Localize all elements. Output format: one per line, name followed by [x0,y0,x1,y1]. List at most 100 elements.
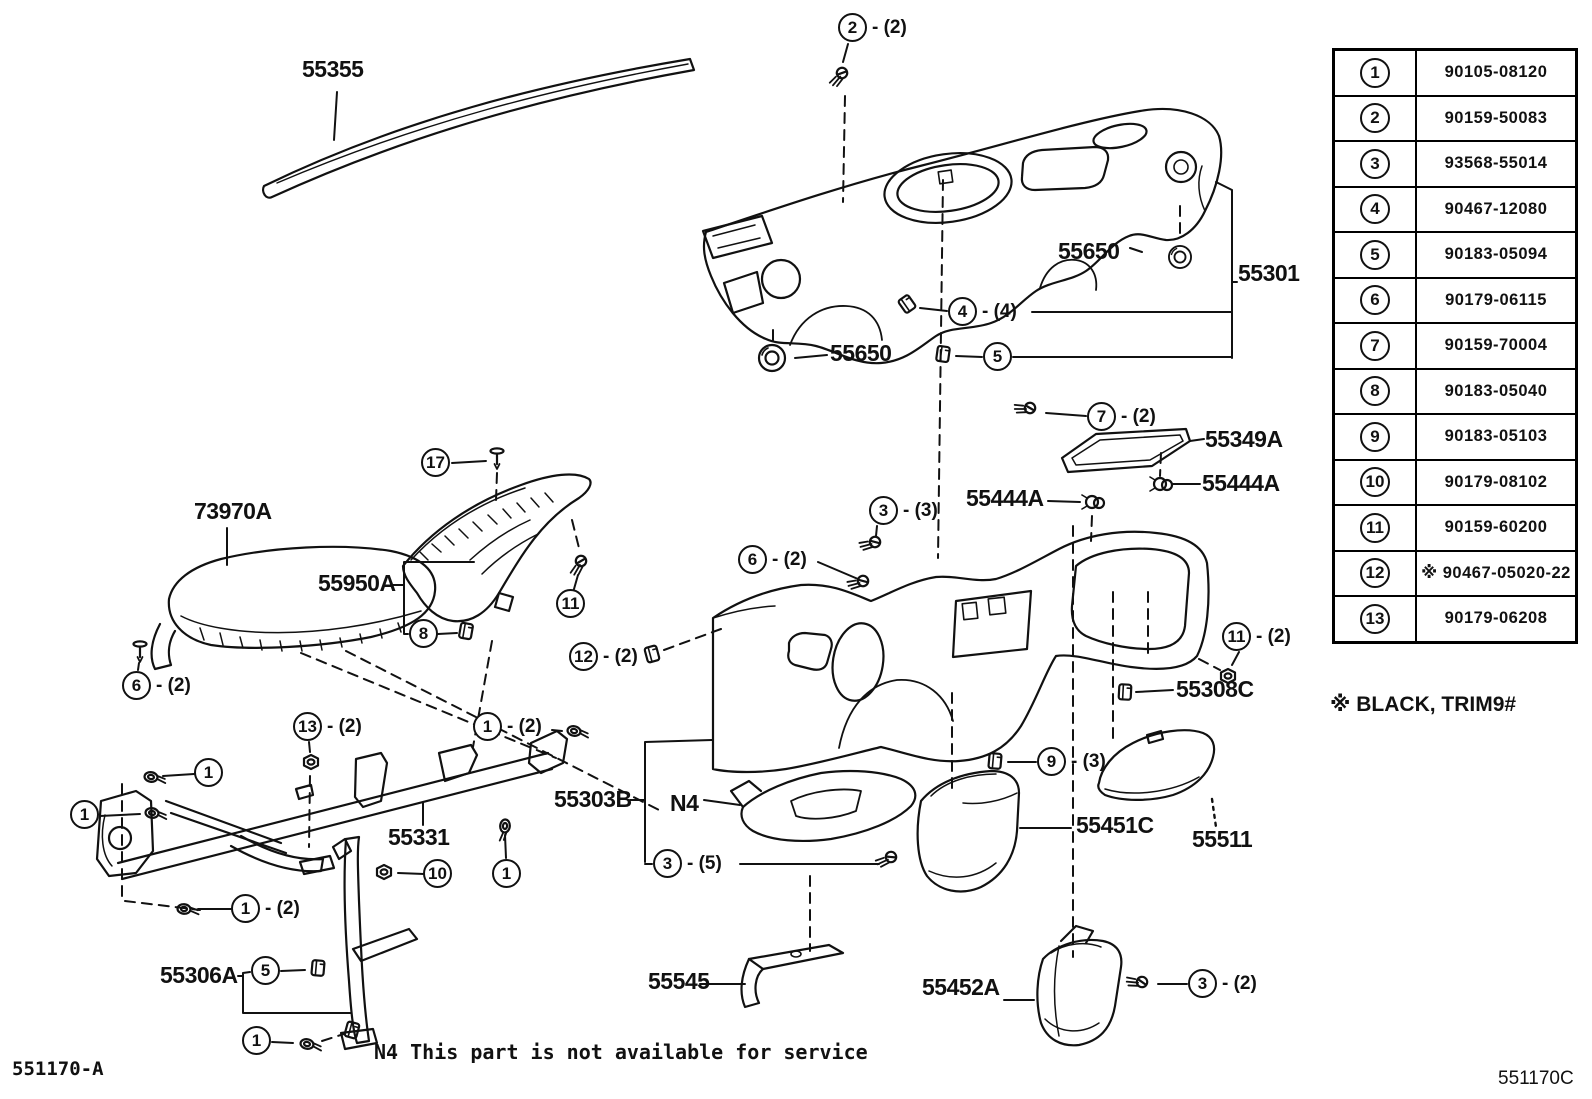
callout-13[interactable]: 13- (2) [293,712,362,741]
callout-8[interactable]: 8 [409,619,443,648]
callout-circle[interactable]: 4 [948,297,977,326]
part-label-55451C[interactable]: 55451C [1076,812,1154,838]
part-number-cell[interactable]: 90183-05103 [1415,413,1578,461]
callout-circle[interactable]: 5 [251,956,280,985]
art-box-55452A [1036,924,1123,1047]
part-number-cell[interactable]: 93568-55014 [1415,140,1578,188]
callout-circle[interactable]: 10 [423,859,452,888]
callout-circle[interactable]: 9 [1037,747,1066,776]
table-row[interactable]: 10 90179-08102 [1332,458,1578,506]
part-number-cell[interactable]: 90179-06115 [1415,276,1578,324]
ref-circle: 7 [1360,330,1390,361]
table-row[interactable]: 7 90159-70004 [1332,322,1578,370]
callout-1-bar-left-lower[interactable]: 1 [70,800,104,829]
callout-7[interactable]: 7- (2) [1087,402,1156,431]
part-number-cell[interactable]: 90183-05040 [1415,367,1578,415]
callout-circle[interactable]: 3 [869,496,898,525]
callout-1-bar-top[interactable]: 1- (2) [473,712,542,741]
callout-1-brace-upper[interactable]: 1- (2) [231,894,300,923]
callout-circle[interactable]: 1 [492,859,521,888]
callout-circle[interactable]: 1 [242,1026,271,1055]
ref-circle: 9 [1360,421,1390,452]
callout-5[interactable]: 5 [983,342,1017,371]
part-label-55650-left[interactable]: 55650 [830,340,892,366]
part-number-cell[interactable]: 90467-12080 [1415,185,1578,233]
part-number-cell[interactable]: 90179-06208 [1415,595,1578,643]
part-number-cell[interactable]: 90105-08120 [1415,48,1578,97]
callout-circle[interactable]: 12 [569,642,598,671]
part-label-55511[interactable]: 55511 [1192,826,1253,852]
callout-12[interactable]: 12- (2) [569,642,638,671]
part-label-55306A[interactable]: 55306A [160,962,238,988]
callout-circle[interactable]: 7 [1087,402,1116,431]
art-lower-center-panel [729,769,917,843]
callout-1-bar-left-upper[interactable]: 1 [194,758,228,787]
callout-circle[interactable]: 6 [738,545,767,574]
part-number-cell[interactable]: ※ 90467-05020-22 [1415,549,1578,597]
callout-3-box[interactable]: 3- (2) [1188,969,1257,998]
callout-5-brace[interactable]: 5 [251,956,285,985]
callout-circle[interactable]: 11 [1222,622,1251,651]
callout-circle[interactable]: 11 [556,589,585,618]
part-label-73970A[interactable]: 73970A [194,498,272,524]
callout-1-brace-bottom[interactable]: 1 [242,1026,276,1055]
part-label-55355[interactable]: 55355 [302,56,364,82]
callout-circle[interactable]: 13 [293,712,322,741]
part-number-cell[interactable]: 90159-50083 [1415,94,1578,142]
callout-circle[interactable]: 6 [122,671,151,700]
callout-circle[interactable]: 3 [653,849,682,878]
callout-circle[interactable]: 2 [838,13,867,42]
part-number-cell[interactable]: 90159-70004 [1415,322,1578,370]
callout-1-bar-right[interactable]: 1 [492,859,526,888]
callout-9[interactable]: 9- (3) [1037,747,1106,776]
callout-circle[interactable]: 1 [70,800,99,829]
callout-11-garnish[interactable]: 11 [556,589,590,618]
callout-3-upper[interactable]: 3- (3) [869,496,938,525]
part-label-55349A[interactable]: 55349A [1205,426,1283,452]
callout-6-panel[interactable]: 6- (2) [738,545,807,574]
callout-10[interactable]: 10 [423,859,457,888]
part-label-55308C[interactable]: 55308C [1176,676,1254,702]
part-label-55545[interactable]: 55545 [648,968,710,994]
callout-circle[interactable]: 1 [194,758,223,787]
part-label-55303B[interactable]: 55303B [554,786,632,812]
part-label-55331[interactable]: 55331 [388,824,450,850]
callout-circle[interactable]: 1 [231,894,260,923]
art-upper-panel [701,107,1223,365]
callout-circle[interactable]: 5 [983,342,1012,371]
callout-11-right[interactable]: 11- (2) [1222,622,1291,651]
callout-17[interactable]: 17 [421,448,455,477]
table-row[interactable]: 9 90183-05103 [1332,413,1578,461]
part-number-cell[interactable]: 90179-08102 [1415,458,1578,506]
part-label-N4[interactable]: N4 [670,790,699,816]
part-label-55650-right[interactable]: 55650 [1058,238,1120,264]
callout-2-top[interactable]: 2- (2) [838,13,907,42]
part-number-cell[interactable]: 90183-05094 [1415,231,1578,279]
callout-3-lower[interactable]: 3- (5) [653,849,722,878]
part-label-55950A[interactable]: 55950A [318,570,396,596]
ref-circle: 10 [1360,467,1390,498]
callout-circle[interactable]: 3 [1188,969,1217,998]
part-label-55452A[interactable]: 55452A [922,974,1000,1000]
callout-qty: - (2) [1256,626,1291,647]
callout-circle[interactable]: 17 [421,448,450,477]
part-number-cell[interactable]: 90159-60200 [1415,504,1578,552]
part-label-55444A-left[interactable]: 55444A [966,485,1044,511]
part-label-55444A-right[interactable]: 55444A [1202,470,1280,496]
callout-circle[interactable]: 1 [473,712,502,741]
part-label-55301[interactable]: 55301 [1238,260,1300,286]
callout-qty: - (2) [772,549,807,570]
callout-4[interactable]: 4- (4) [948,297,1017,326]
table-row[interactable]: 12※ 90467-05020-22 [1332,549,1578,597]
callout-6-airbag[interactable]: 6- (2) [122,671,191,700]
callout-circle[interactable]: 8 [409,619,438,648]
